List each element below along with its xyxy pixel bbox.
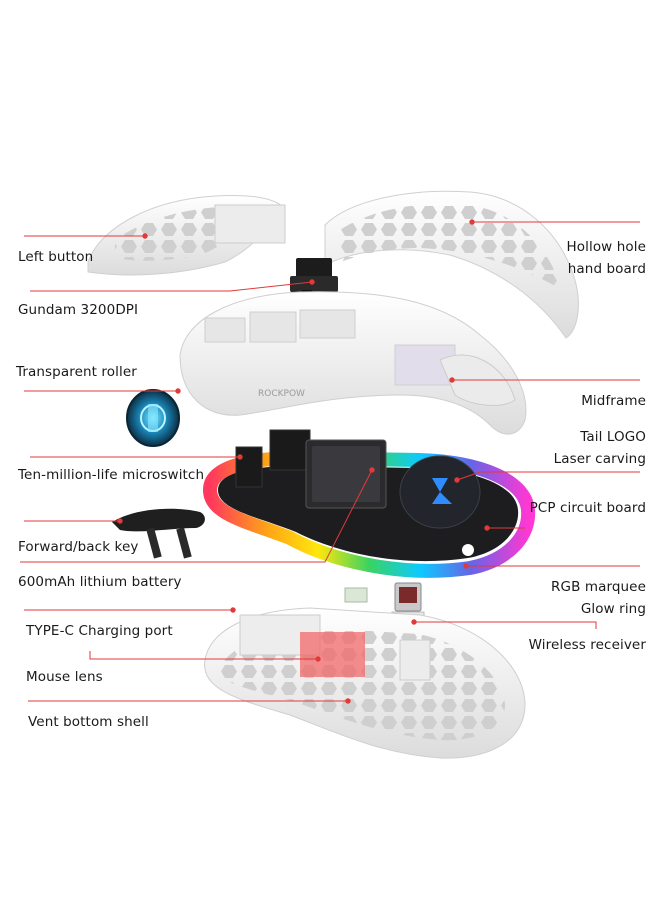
- leader-dot-lens: [315, 656, 321, 662]
- label-gundam: Gundam 3200DPI: [18, 302, 139, 318]
- label-battery: 600mAh lithium battery: [18, 574, 182, 590]
- label-tail-line-2: Laser carving: [553, 451, 646, 467]
- leader-tail-logo: [456, 471, 640, 481]
- label-bottom-shell: Vent bottom shell: [28, 714, 149, 730]
- label-roller: Transparent roller: [16, 364, 137, 380]
- label-microswitch: Ten-million-life microswitch: [18, 467, 205, 483]
- leader-battery: [20, 469, 373, 563]
- label-rgb-line-2: Glow ring: [580, 601, 646, 617]
- leader-dot-bottom-shell: [345, 698, 351, 704]
- label-tail-logo: Tail LOGO Laser carving: [554, 426, 646, 470]
- forward-back-key-part: [112, 508, 205, 559]
- leader-dot-forward-back: [117, 518, 123, 524]
- leader-dot-battery: [369, 467, 375, 473]
- label-left-button: Left button: [18, 249, 94, 265]
- leader-dot-rgb: [463, 563, 469, 569]
- left-button-part: [87, 195, 286, 276]
- label-receiver: Wireless receiver: [528, 637, 646, 653]
- label-rgb-line-1: RGB marquee: [551, 579, 646, 595]
- leader-dot-receiver: [411, 619, 417, 625]
- leader-dot-tail-logo: [454, 477, 460, 483]
- leader-dot-typec: [230, 607, 236, 613]
- label-pcb: PCP circuit board: [529, 500, 646, 516]
- brand-logo-text: ROCKPOW: [258, 389, 305, 399]
- leader-receiver: [414, 621, 597, 629]
- leader-dot-hollow: [469, 219, 475, 225]
- label-lens: Mouse lens: [26, 669, 103, 685]
- pcb-rgb-part: [202, 429, 536, 578]
- transparent-roller-part: [126, 389, 180, 447]
- leader-lens: [89, 651, 318, 660]
- leader-dot-midframe: [449, 377, 455, 383]
- label-hollow-line-2: hand board: [567, 261, 646, 277]
- leader-dot-left-button: [142, 233, 148, 239]
- midframe-part: ROCKPOW: [179, 291, 527, 435]
- leader-lines: [20, 219, 640, 704]
- leader-gundam: [30, 281, 313, 292]
- leader-dot-microswitch: [237, 454, 243, 460]
- leader-dot-roller: [175, 388, 181, 394]
- label-tail-line-1: Tail LOGO: [580, 429, 646, 445]
- bottom-shell-part: [204, 607, 526, 759]
- label-hollow-hand-board: Hollow hole hand board: [567, 236, 646, 280]
- label-typec: TYPE-C Charging port: [26, 623, 173, 639]
- leader-dot-gundam: [309, 279, 315, 285]
- leader-dot-pcb: [484, 525, 490, 531]
- label-hollow-line-1: Hollow hole: [566, 239, 646, 255]
- label-forward-back: Forward/back key: [18, 539, 139, 555]
- label-rgb: RGB marquee Glow ring: [551, 576, 646, 620]
- label-midframe: Midframe: [581, 393, 646, 409]
- gundam-sensor-part: [290, 258, 338, 302]
- top-shell-part: [324, 190, 579, 339]
